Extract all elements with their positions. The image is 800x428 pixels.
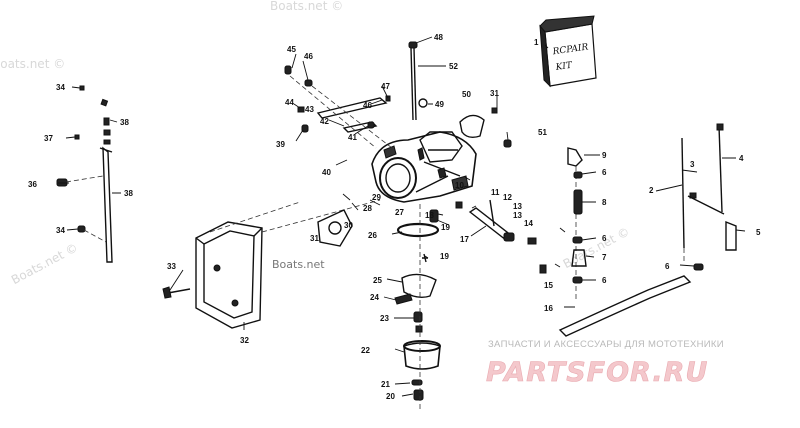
callout-1: 1 (534, 38, 539, 47)
gasket-plate (317, 209, 353, 247)
callout-26: 26 (368, 231, 377, 240)
callout-45: 45 (287, 45, 296, 54)
callout-30: 30 (344, 221, 353, 230)
callout-8: 8 (602, 198, 607, 207)
carburetor-body (371, 131, 477, 203)
callout-15: 15 (544, 281, 553, 290)
partsfor-branding: ЗАПЧАСТИ И АКСЕССУАРЫ ДЛЯ МОТОТЕХНИКИ PA… (486, 339, 724, 388)
callout-48: 48 (434, 33, 443, 42)
callout-4: 4 (739, 154, 744, 163)
callout-41: 41 (348, 133, 357, 142)
watermark-boats-4: Boats.net © (561, 224, 632, 271)
callout-36: 36 (28, 180, 37, 189)
float-valve-assembly (429, 199, 547, 274)
callout-11: 11 (491, 188, 500, 197)
callout-2: 2 (649, 186, 654, 195)
callout-33: 33 (167, 262, 176, 271)
left-linkage (56, 85, 113, 263)
float-bowl-components (394, 204, 441, 410)
callout-51: 51 (538, 128, 547, 137)
idle-needle (408, 41, 428, 121)
callout-38b: 38 (124, 189, 133, 198)
callout-40: 40 (322, 168, 331, 177)
callout-14: 14 (524, 219, 533, 228)
callout-28: 28 (363, 204, 372, 213)
callout-9: 9 (602, 151, 607, 160)
callout-7: 7 (602, 253, 607, 262)
callout-20: 20 (386, 392, 395, 401)
callout-27: 27 (395, 208, 404, 217)
kit-line-2: KIT (554, 61, 573, 73)
callout-22: 22 (361, 346, 370, 355)
callout-12: 12 (503, 193, 512, 202)
callout-29: 29 (372, 193, 381, 202)
callout-47: 47 (381, 82, 390, 91)
branding-subtitle: ЗАПЧАСТИ И АКСЕССУАРЫ ДЛЯ МОТОТЕХНИКИ (488, 339, 724, 350)
callout-labels: 1 2 3 4 5 6 6 6 6 7 8 9 10 11 12 13 13 1… (28, 33, 761, 401)
watermark-boats-1: Boats.net © (0, 57, 65, 71)
callout-6a: 6 (602, 168, 607, 177)
callout-19b: 19 (440, 252, 449, 261)
throttle-linkage (284, 65, 393, 149)
callout-44: 44 (285, 98, 294, 107)
callout-13b: 13 (513, 211, 522, 220)
callout-50: 50 (462, 90, 471, 99)
callout-21: 21 (381, 380, 390, 389)
callout-6d: 6 (665, 262, 670, 271)
callout-39: 39 (276, 140, 285, 149)
callout-38a: 38 (120, 118, 129, 127)
callout-43: 43 (305, 105, 314, 114)
callout-37: 37 (44, 134, 53, 143)
right-column-parts (558, 123, 737, 337)
callout-32: 32 (240, 336, 249, 345)
callout-19a: 19 (441, 223, 450, 232)
air-silencer (162, 199, 381, 329)
callout-18: 18 (425, 211, 434, 220)
callout-10: 10 (455, 181, 464, 190)
leader-lines (58, 36, 746, 397)
callout-49: 49 (435, 100, 444, 109)
callout-25: 25 (373, 276, 382, 285)
watermark-boats-2: Boats.net © (270, 0, 343, 13)
callout-6c: 6 (602, 276, 607, 285)
callout-23: 23 (380, 314, 389, 323)
callout-34b: 34 (56, 226, 65, 235)
callout-46b: 46 (363, 101, 372, 110)
plug-and-screw (459, 107, 512, 148)
callout-34a: 34 (56, 83, 65, 92)
callout-6b: 6 (602, 234, 607, 243)
callout-16: 16 (544, 304, 553, 313)
callout-52: 52 (449, 62, 458, 71)
watermark-boats-5: Boats.net (272, 258, 325, 271)
branding-logo: PARTSFOR.RU (486, 357, 708, 388)
repair-kit-box: RCPAIR KIT (539, 15, 597, 88)
callout-17: 17 (460, 235, 469, 244)
callout-46a: 46 (304, 52, 313, 61)
callout-42: 42 (320, 117, 329, 126)
callout-13a: 13 (513, 202, 522, 211)
callout-3: 3 (690, 160, 695, 169)
callout-5: 5 (756, 228, 761, 237)
callout-31b: 31 (490, 89, 499, 98)
callout-31a: 31 (310, 234, 319, 243)
callout-24: 24 (370, 293, 379, 302)
watermark-boats-3: Boats.net © (9, 240, 80, 287)
